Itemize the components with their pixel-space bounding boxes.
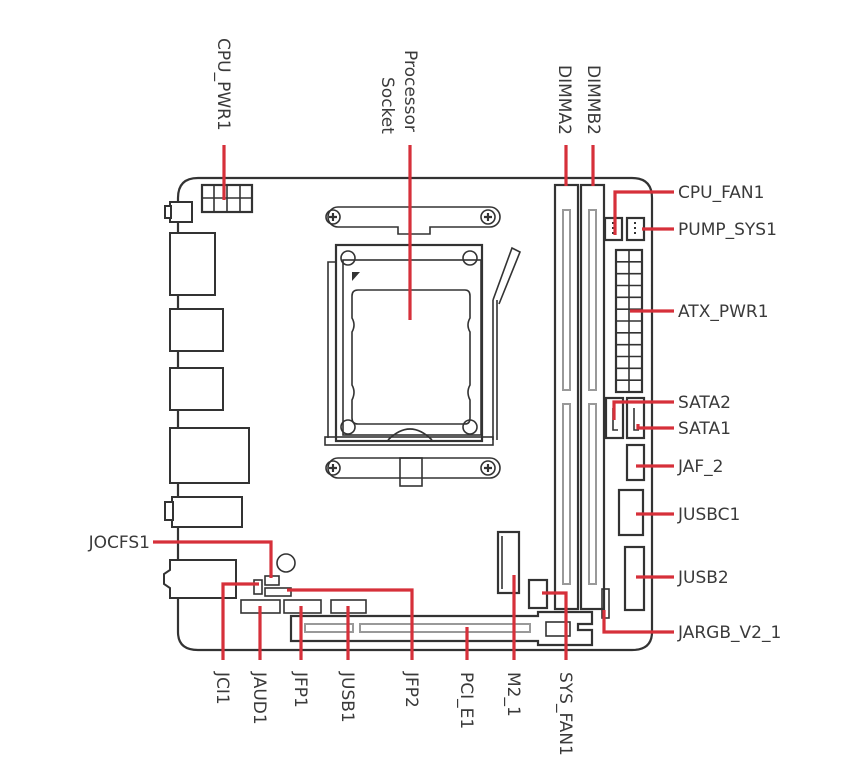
- label-processor: Processor: [400, 50, 420, 132]
- label-pump-sys1: PUMP_SYS1: [678, 220, 777, 240]
- svg-text:✚: ✚: [328, 463, 337, 475]
- label-jocfs1: JOCFS1: [88, 533, 150, 553]
- lead-jci1: [221, 582, 259, 660]
- label-dimmb2: DIMMB2: [583, 65, 603, 135]
- jaf-2-header: [625, 443, 646, 482]
- processor-socket: ✚ ✚ ✚ ✚: [324, 206, 522, 487]
- label-pci-e1: PCI_E1: [456, 672, 476, 729]
- label-jfp2: JFP2: [401, 671, 421, 708]
- fan-headers: [603, 216, 646, 242]
- label-socket: Socket: [377, 77, 397, 134]
- lead-sys-fan1: [542, 591, 568, 660]
- svg-text:✚: ✚: [483, 463, 492, 475]
- label-atx-pwr1: ATX_PWR1: [678, 302, 769, 322]
- dimm-slots: [553, 183, 606, 611]
- label-jusb2: JUSB2: [677, 568, 729, 588]
- lead-sata1: [636, 424, 674, 430]
- io-panel: [163, 201, 250, 599]
- label-sys-fan1: SYS_FAN1: [555, 672, 575, 756]
- label-jaf2: JAF_2: [677, 457, 723, 477]
- svg-text:✚: ✚: [483, 212, 492, 224]
- lead-jargb: [602, 610, 674, 634]
- bottom-headers: [240, 553, 367, 614]
- lead-sata2: [612, 400, 674, 420]
- lead-cpu-fan1: [613, 190, 674, 235]
- label-jusb1: JUSB1: [337, 671, 357, 723]
- m2-slot: [496, 530, 521, 595]
- label-cpu-pwr1: CPU_PWR1: [213, 38, 233, 131]
- svg-text:✚: ✚: [328, 212, 337, 224]
- lead-jocfs1: [153, 540, 273, 578]
- label-jargb-v2-1: JARGB_V2_1: [677, 623, 781, 643]
- label-jfp1: JFP1: [290, 671, 310, 708]
- label-jci1: JCI1: [212, 671, 232, 705]
- label-cpu-fan1: CPU_FAN1: [678, 183, 764, 203]
- cpu-pwr1-connector: [200, 183, 254, 214]
- pcie-slot: [289, 610, 594, 647]
- board-outline: [176, 176, 654, 652]
- lead-jfp2: [287, 588, 414, 660]
- leader-lines: [153, 145, 674, 660]
- sata-connectors: [604, 396, 646, 440]
- label-jaud1: JAUD1: [249, 671, 269, 725]
- atx-pwr1-connector: [614, 248, 644, 394]
- label-sata2: SATA2: [678, 393, 731, 413]
- label-m2-1: M2_1: [503, 672, 523, 717]
- label-dimma2: DIMMA2: [554, 65, 574, 135]
- label-jusbc1: JUSBC1: [677, 505, 740, 525]
- label-sata1: SATA1: [678, 419, 731, 439]
